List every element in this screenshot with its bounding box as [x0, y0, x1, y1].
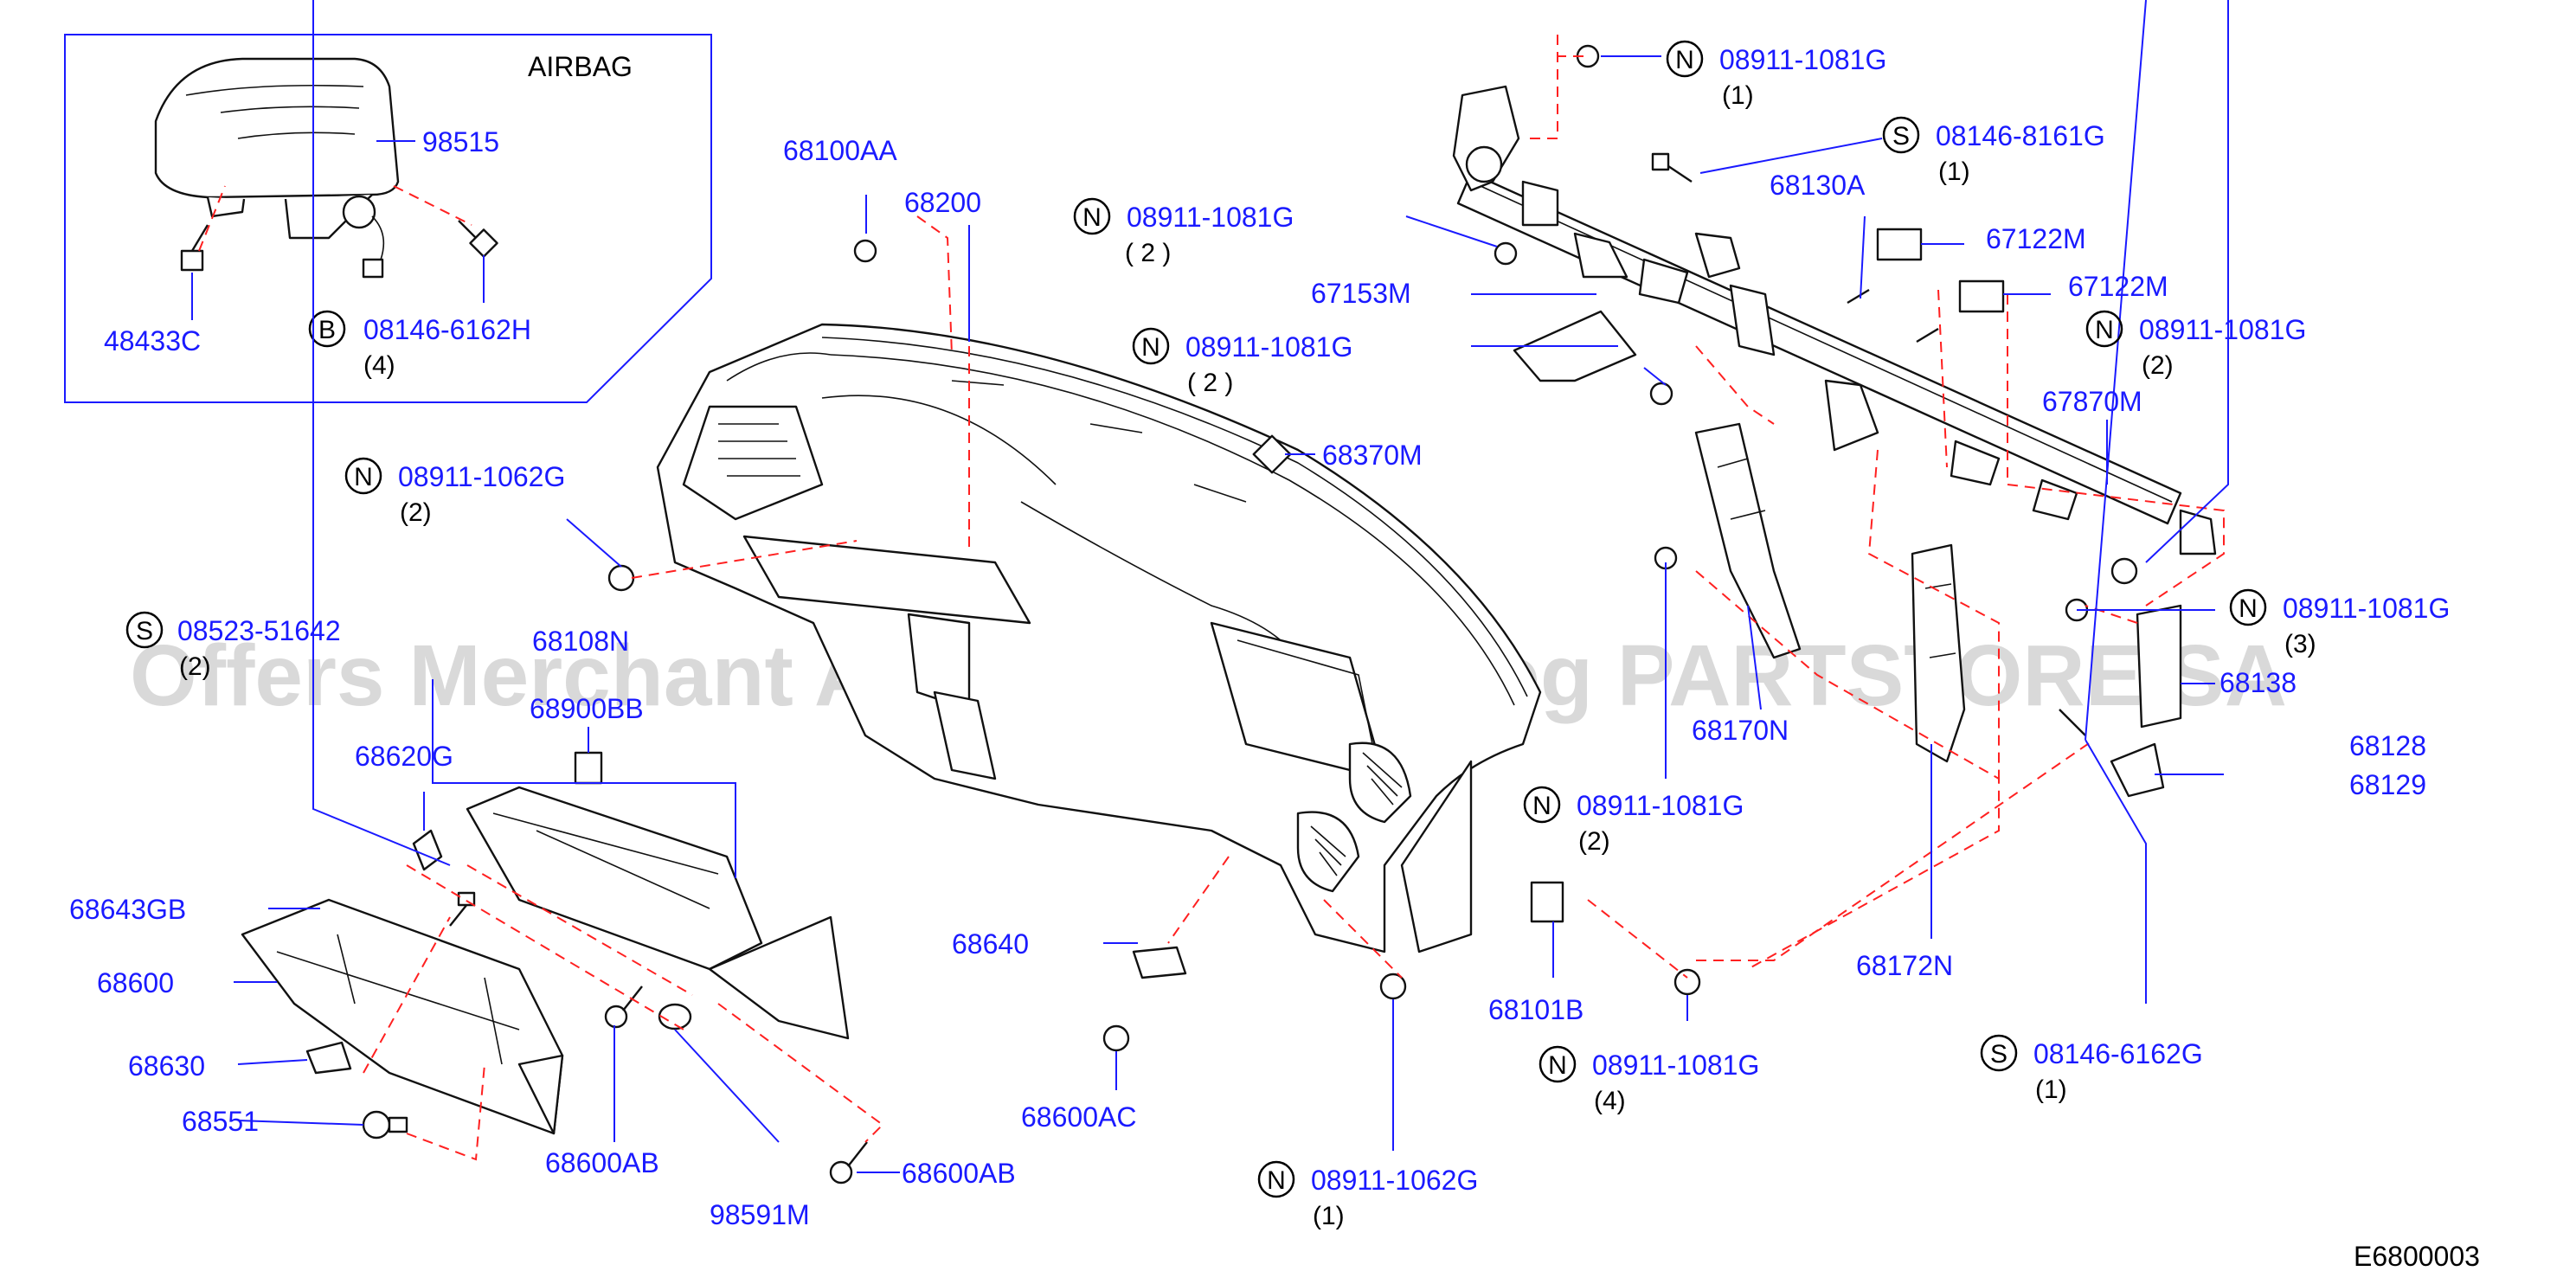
- label-68129: 68129: [2349, 769, 2426, 800]
- qty-08911-1081G-e: (2): [2142, 351, 2174, 380]
- qty-08911-1062G-b: (1): [1313, 1202, 1345, 1230]
- airbag-module-drawing: [154, 57, 400, 279]
- clip-67122M-a: [1876, 228, 1923, 261]
- label-08911-1081G-f: 08911-1081G: [2283, 593, 2450, 624]
- fastener-b-letter: B: [318, 316, 336, 344]
- fastener-n-letter: N: [1548, 1051, 1567, 1080]
- fastener-b-icon: [308, 310, 346, 348]
- label-08911-1081G-e: 08911-1081G: [2139, 314, 2306, 345]
- qty-08146-8161G: (1): [1938, 157, 1970, 186]
- label-98591M: 98591M: [710, 1199, 810, 1230]
- fastener-n-letter: N: [1082, 203, 1102, 232]
- diagram-id: E6800003: [2354, 1241, 2480, 1272]
- instrument-panel-drawing: [656, 323, 1542, 953]
- label-08146-6162H: 08146-6162H: [363, 314, 531, 345]
- bolt-48433C-drawing: [180, 224, 209, 272]
- fastener-s-icon: [125, 611, 164, 649]
- label-08911-1081G-top: 08911-1081G: [1719, 44, 1886, 75]
- fastener-n-letter: N: [2239, 594, 2258, 623]
- fastener-s-letter: S: [1892, 122, 1910, 151]
- label-68643GB: 68643GB: [69, 894, 186, 925]
- label-68551: 68551: [182, 1106, 259, 1137]
- fastener-n-icon: [1523, 786, 1561, 824]
- qty-08146-6162H: (4): [363, 351, 395, 380]
- label-68640: 68640: [952, 928, 1029, 960]
- qty-08911-1062G-a: (2): [400, 498, 432, 527]
- qty-08911-1081G-b: ( 2 ): [1187, 369, 1233, 397]
- qty-08911-1081G-a: ( 2 ): [1125, 239, 1171, 267]
- label-68900BB: 68900BB: [530, 693, 644, 724]
- qty-08911-1081G-f: (3): [2284, 630, 2316, 658]
- bolt-08146-6162H-drawing: [458, 220, 498, 258]
- label-08911-1081G-c: 08911-1081G: [1592, 1050, 1759, 1081]
- qty-08523-51642: (2): [179, 652, 211, 681]
- clip-67122M-b: [1958, 279, 2005, 313]
- label-68101B: 68101B: [1488, 994, 1584, 1025]
- label-68600AB-b: 68600AB: [902, 1158, 1016, 1189]
- label-68172N: 68172N: [1856, 950, 1953, 981]
- label-08523-51642: 08523-51642: [177, 615, 341, 646]
- leader-lines: [234, 0, 2229, 1173]
- label-68200: 68200: [904, 187, 981, 218]
- label-68370M: 68370M: [1322, 440, 1423, 471]
- glove-box-drawing: [241, 751, 868, 1184]
- label-08911-1081G-b: 08911-1081G: [1185, 331, 1352, 363]
- label-68100AA: 68100AA: [783, 135, 897, 166]
- fastener-s-icon: [1882, 116, 1920, 154]
- qty-08911-1081G-top: (1): [1722, 81, 1754, 110]
- label-68600: 68600: [97, 967, 174, 998]
- qty-08146-6162G: (1): [2035, 1075, 2067, 1104]
- fastener-n-icon: [1132, 327, 1170, 365]
- label-68130A: 68130A: [1770, 170, 1866, 201]
- label-67870M: 67870M: [2042, 386, 2142, 417]
- label-48433C: 48433C: [104, 325, 201, 356]
- label-68600AB-a: 68600AB: [545, 1147, 659, 1178]
- label-08146-8161G: 08146-8161G: [1936, 120, 2105, 151]
- fastener-n-icon: [1539, 1045, 1577, 1083]
- callouts: 68100AA 68200 N 08911-1081G ( 2 ) N 0891…: [69, 40, 2480, 1272]
- qty-08911-1081G-d: (2): [1578, 827, 1610, 856]
- label-68620G: 68620G: [355, 741, 453, 772]
- fastener-n-icon: [2229, 588, 2267, 626]
- label-08911-1081G-d: 08911-1081G: [1577, 790, 1744, 821]
- label-68600AC: 68600AC: [1021, 1101, 1136, 1133]
- label-08911-1062G-a: 08911-1062G: [398, 461, 565, 492]
- fastener-n-letter: N: [1141, 333, 1160, 362]
- label-67153M: 67153M: [1311, 278, 1411, 309]
- fastener-s-letter: S: [136, 617, 153, 645]
- fastener-n-icon: [1666, 40, 1704, 78]
- label-67122M-b: 67122M: [2068, 271, 2168, 302]
- fastener-n-icon: [2085, 310, 2123, 348]
- label-67122M-a: 67122M: [1986, 223, 2086, 254]
- dash-airbag-bolt: [393, 185, 472, 226]
- fastener-n-icon: [1073, 197, 1111, 235]
- fastener-n-letter: N: [1267, 1166, 1286, 1195]
- airbag-inset: AIRBAG 98515 48433C: [64, 34, 712, 403]
- fastener-n-icon: [344, 457, 382, 495]
- airbag-title: AIRBAG: [528, 51, 633, 82]
- fastener-n-icon: [1257, 1160, 1295, 1198]
- label-68170N: 68170N: [1692, 715, 1789, 746]
- label-68108N: 68108N: [532, 626, 629, 657]
- fastener-s-icon: [1980, 1034, 2018, 1072]
- label-98515: 98515: [422, 126, 499, 157]
- fastener-n-letter: N: [2095, 316, 2114, 344]
- label-68630: 68630: [128, 1050, 205, 1082]
- airbag-inset-frame: [64, 34, 712, 403]
- cross-member-drawing: [607, 44, 2217, 1052]
- dash-airbag-nut: [198, 185, 226, 252]
- label-08146-6162G: 08146-6162G: [2033, 1038, 2203, 1069]
- qty-08911-1081G-c: (4): [1594, 1087, 1626, 1115]
- label-68138: 68138: [2219, 667, 2297, 698]
- label-68128: 68128: [2349, 730, 2426, 761]
- label-08911-1081G-a: 08911-1081G: [1127, 202, 1294, 233]
- label-08911-1062G-b: 08911-1062G: [1311, 1165, 1478, 1196]
- fastener-n-letter: N: [1532, 792, 1551, 820]
- bracket-68900BB: [574, 751, 603, 785]
- fastener-n-letter: N: [354, 463, 373, 491]
- fastener-n-letter: N: [1675, 46, 1694, 74]
- fastener-s-letter: S: [1990, 1040, 2007, 1069]
